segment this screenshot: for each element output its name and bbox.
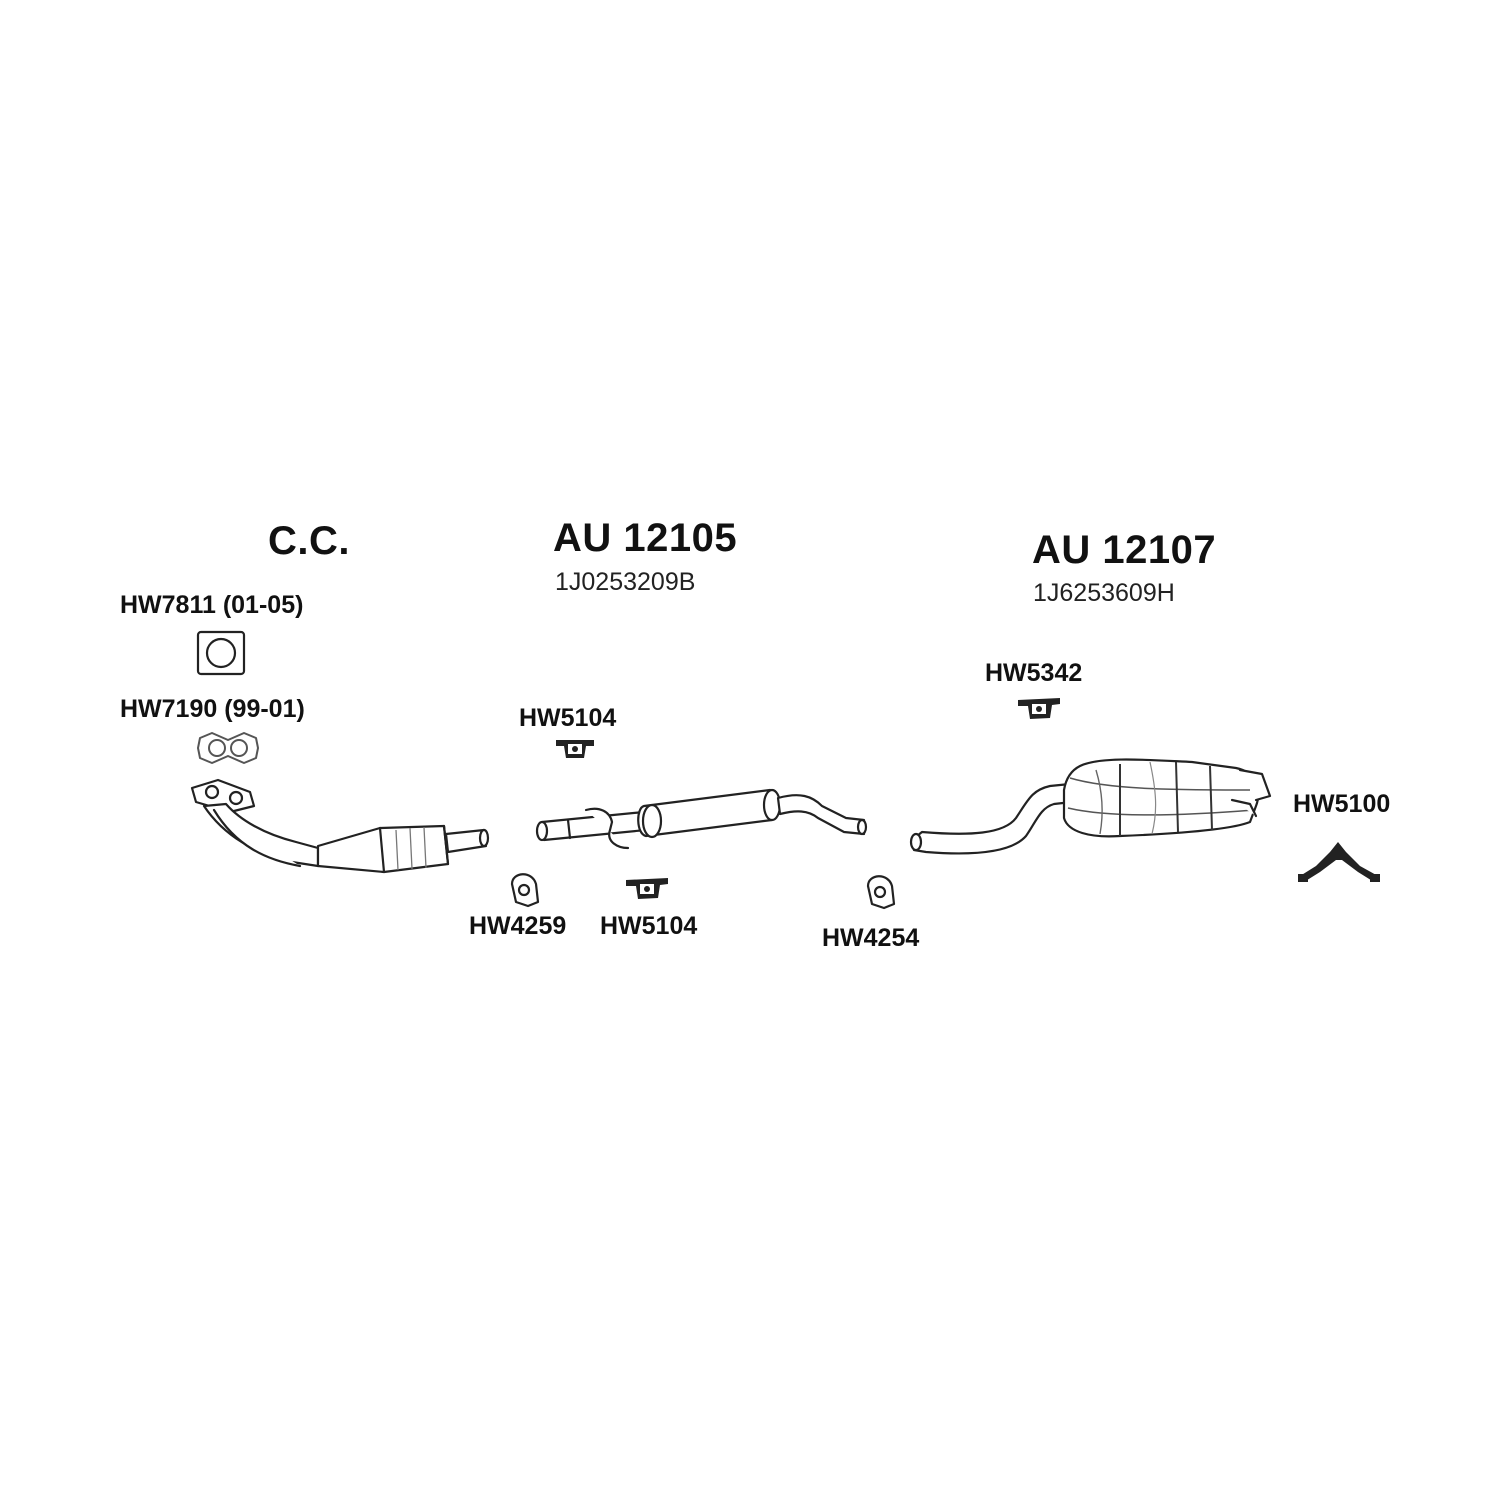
front-pipe-silencer-icon [535, 788, 868, 850]
twin-gasket-icon [197, 732, 259, 764]
rubber-mount-icon [626, 878, 668, 899]
rubber-mount-icon [556, 740, 594, 758]
rubber-hanger-icon [1298, 842, 1380, 882]
part-label-hw7190: HW7190 (99-01) [120, 695, 305, 723]
rear-silencer-icon [909, 758, 1272, 855]
part-label-hw5104-bottom: HW5104 [600, 912, 698, 940]
part-label-hw5100: HW5100 [1293, 790, 1391, 818]
catalytic-converter-icon [190, 778, 490, 874]
section-title-front-pipe: AU 12105 [553, 516, 738, 560]
pipe-clamp-icon [866, 875, 896, 910]
rubber-mount-icon [1018, 698, 1060, 719]
oem-number-front-pipe: 1J0253209B [555, 568, 696, 596]
part-label-hw7811: HW7811 (01-05) [120, 591, 304, 619]
section-title-rear-box: AU 12107 [1032, 528, 1217, 572]
oem-number-rear-box: 1J6253609H [1033, 579, 1175, 607]
part-label-hw4254: HW4254 [822, 924, 920, 952]
part-label-hw5104-top: HW5104 [519, 704, 617, 732]
section-title-cc: C.C. [268, 519, 350, 563]
part-label-hw4259: HW4259 [469, 912, 567, 940]
square-gasket-icon [196, 630, 246, 676]
part-label-hw5342: HW5342 [985, 659, 1083, 687]
pipe-clamp-icon [510, 873, 540, 908]
